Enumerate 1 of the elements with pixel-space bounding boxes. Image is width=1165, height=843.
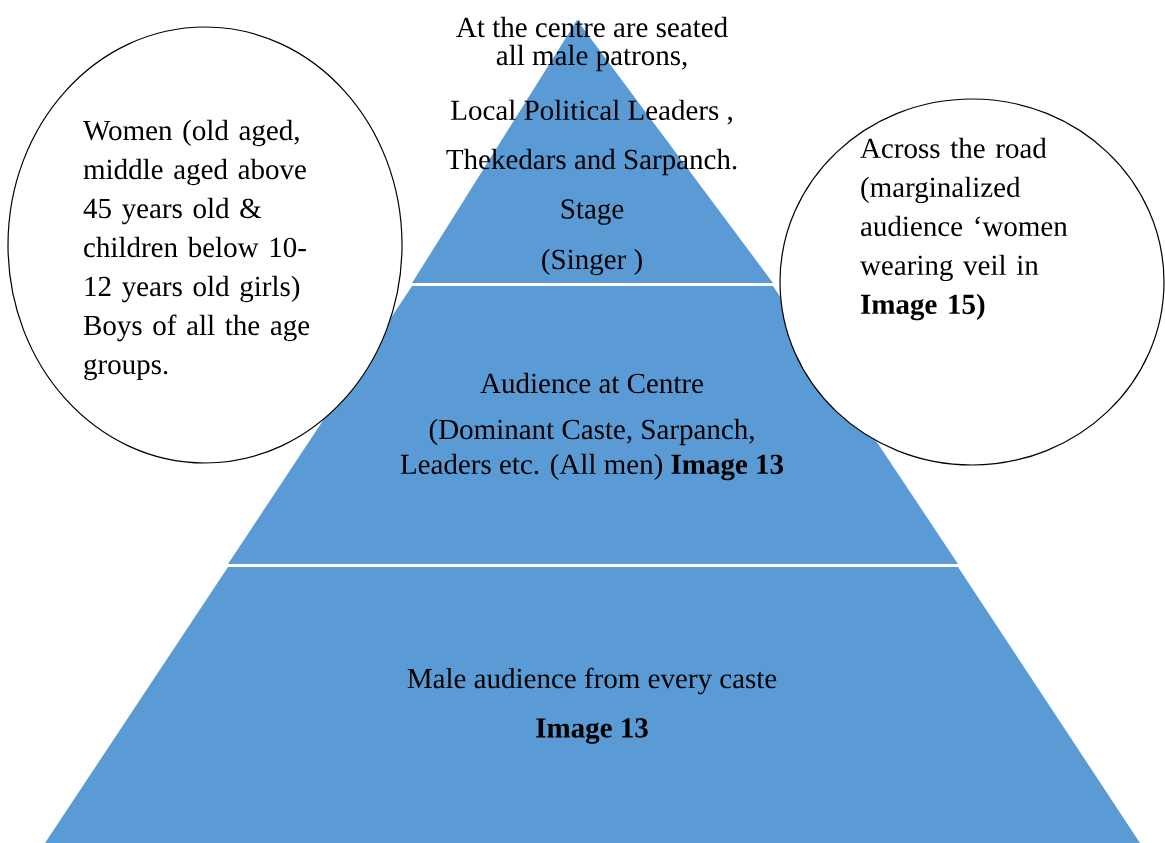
- pyramid-tier: Male audience from every caste Image 13: [45, 567, 1140, 843]
